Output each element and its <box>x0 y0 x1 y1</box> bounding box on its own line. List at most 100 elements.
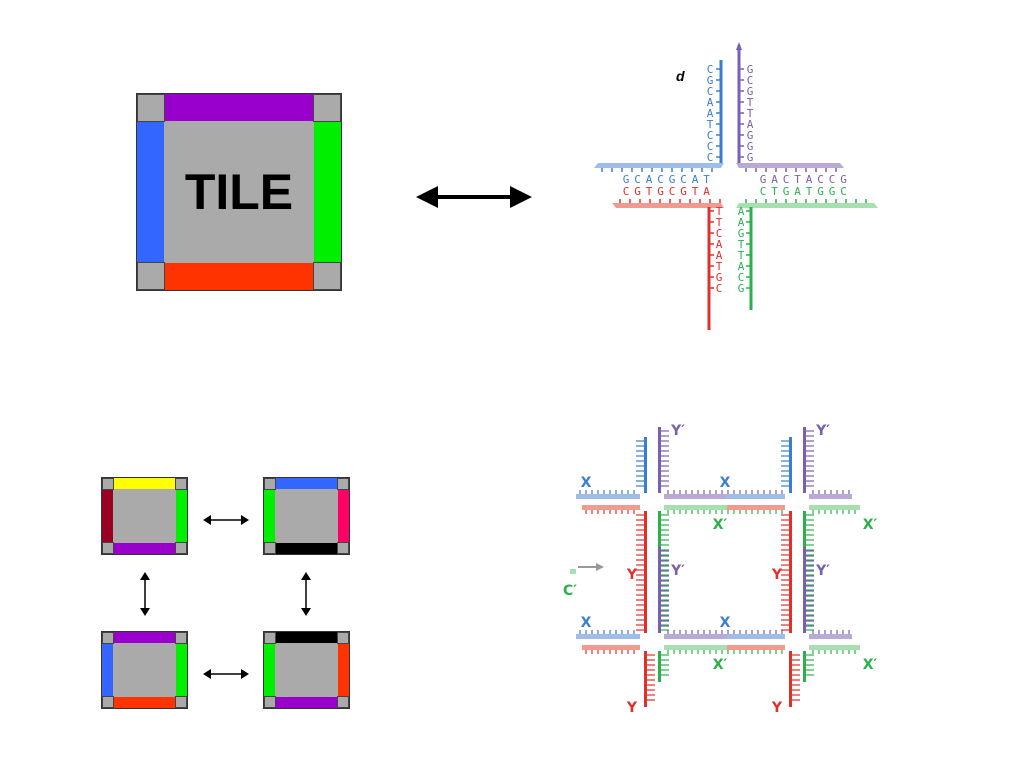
double-arrow-horizontal-bottom <box>203 669 249 679</box>
dna-base: T <box>806 185 813 198</box>
lattice-backbone <box>809 645 860 650</box>
small-tile <box>263 631 350 709</box>
small-tile-corner-br <box>337 542 349 554</box>
lattice-backbone <box>658 651 661 682</box>
lattice-backbone <box>570 569 576 574</box>
dna-base: C <box>840 185 847 198</box>
dna-arrow-purple <box>736 42 742 50</box>
lattice-backbone <box>576 634 640 639</box>
small-tile-left-edge <box>264 489 275 545</box>
lattice-backbone <box>789 511 792 633</box>
small-tile-corner-br <box>175 696 187 708</box>
dna-base: A <box>692 173 699 186</box>
lattice-label: Y′ <box>670 563 685 579</box>
lattice-backbone <box>789 437 792 493</box>
lattice-backbone <box>809 634 852 639</box>
dna-base: G <box>657 185 664 198</box>
lattice-label: Y <box>626 567 638 583</box>
dna-base: G <box>707 74 714 87</box>
small-tile-corner-tl <box>102 478 114 490</box>
lattice-backbone <box>664 505 785 510</box>
dna-base: A <box>794 185 801 198</box>
dna-base: C <box>707 129 714 142</box>
lattice-label: X′ <box>713 657 728 673</box>
dna-base: T <box>707 118 714 131</box>
dna-base: A <box>738 216 745 229</box>
dna-base: G <box>623 173 630 186</box>
small-tile-left-edge <box>264 643 275 699</box>
small-tile-top-edge <box>275 478 340 489</box>
double-arrow-vertical-right <box>301 572 311 616</box>
dna-base: C <box>716 227 723 240</box>
dna-base: C <box>747 74 754 87</box>
dna-base: G <box>634 185 641 198</box>
dna-base: G <box>747 129 754 142</box>
small-tile-right-edge <box>176 643 187 699</box>
small-tile-top-edge <box>113 478 178 489</box>
dna-base: A <box>716 249 723 262</box>
dna-base: G <box>747 85 754 98</box>
lattice-backbone <box>664 494 739 499</box>
dna-base: G <box>738 227 745 240</box>
lattice-backbone <box>582 645 640 650</box>
lattice-backbone <box>658 547 661 633</box>
small-tile-bottom-edge <box>275 697 340 708</box>
lattice-backbone <box>727 494 785 499</box>
dna-base: G <box>747 63 754 76</box>
lattice-label: X <box>581 615 592 631</box>
small-tile-corner-tl <box>264 478 276 490</box>
dna-base: C <box>707 151 714 164</box>
dna-base: A <box>703 185 710 198</box>
tile-label: TILE <box>184 164 294 220</box>
dna-base: C <box>707 63 714 76</box>
dna-base: A <box>738 260 745 273</box>
lattice-backbone <box>727 645 785 650</box>
big-tile-corner-tr <box>313 94 341 122</box>
small-tile-corner-bl <box>102 696 114 708</box>
dna-base: T <box>716 205 723 218</box>
dna-backbone-red-horizontal <box>612 203 724 208</box>
dna-base: A <box>707 96 714 109</box>
dna-base: A <box>716 238 723 251</box>
lattice-backbone <box>644 511 647 633</box>
small-tile-corner-bl <box>264 542 276 554</box>
small-tile-corner-br <box>175 542 187 554</box>
dna-base: G <box>840 173 847 186</box>
small-tile-corner-tr <box>337 478 349 490</box>
dna-base: T <box>716 260 723 273</box>
dna-base: G <box>817 185 824 198</box>
dna-base: G <box>738 282 745 295</box>
lattice-backbone <box>582 505 640 510</box>
dna-base: T <box>738 249 745 262</box>
double-arrow-large <box>416 186 532 208</box>
small-tile <box>101 631 188 709</box>
lattice-label: Y′ <box>815 563 830 579</box>
dna-base: G <box>669 173 676 186</box>
dna-base: T <box>794 173 801 186</box>
lattice-label: C′ <box>563 583 577 599</box>
big-tile-corner-tl <box>137 94 165 122</box>
lattice-backbone <box>658 427 661 493</box>
lattice-label: X′ <box>863 517 878 533</box>
dna-base: C <box>760 185 767 198</box>
double-arrow-vertical-left <box>140 572 150 616</box>
lattice-backbone <box>809 505 860 510</box>
small-tile-corner-tr <box>175 632 187 644</box>
lattice-backbone <box>803 651 806 682</box>
small-tile-corner-tr <box>337 632 349 644</box>
dna-base: A <box>747 118 754 131</box>
big-tile-corner-br <box>313 262 341 290</box>
small-tile-left-edge <box>102 489 113 545</box>
lattice-backbone <box>664 645 785 650</box>
dna-base: G <box>747 140 754 153</box>
dna-base: G <box>680 185 687 198</box>
dna-base: T <box>716 216 723 229</box>
lattice-label: X <box>581 475 592 491</box>
lattice-label: X <box>720 615 731 631</box>
small-tile-corner-bl <box>264 696 276 708</box>
lattice-backbone <box>644 651 647 707</box>
dna-base: G <box>716 271 723 284</box>
dna-base: T <box>703 173 710 186</box>
dna-base: C <box>669 185 676 198</box>
